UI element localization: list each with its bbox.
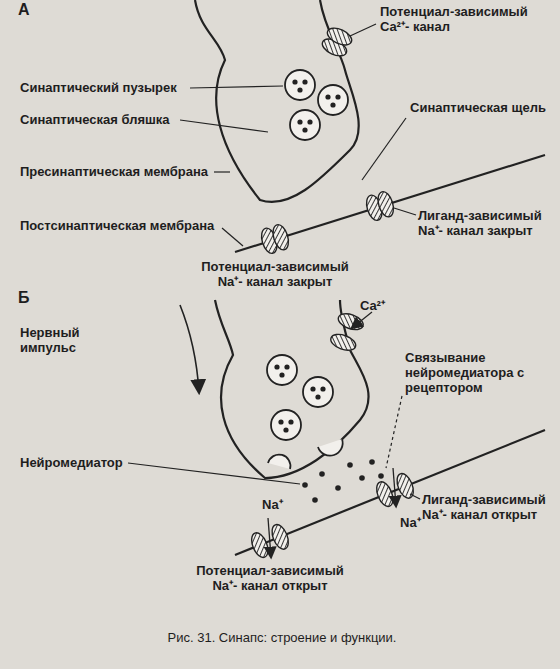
part-label: Синаптическая щель: [410, 100, 546, 115]
part-label: Потенциал-зависимый Ca²⁺- канал: [380, 4, 545, 34]
part-label: Na⁺: [400, 515, 421, 530]
figure-caption: Рис. 31. Синапс: строение и функции.: [2, 630, 560, 645]
part-label: Нервный импульс: [20, 325, 130, 355]
part-label: Потенциал-зависимый Na⁺- канал закрыт: [190, 259, 360, 289]
part-label: Лиганд-зависимый Na⁺- канал открыт: [422, 492, 555, 522]
part-label: Лиганд-зависимый Na⁺- канал закрыт: [418, 208, 553, 238]
part-label: Связывание нейромедиатора с рецептором: [405, 350, 550, 395]
part-label: Синаптическая бляшка: [20, 112, 170, 127]
part-label: Потенциал-зависимый Na⁺- канал открыт: [185, 563, 355, 593]
part-label: Na⁺: [262, 497, 283, 512]
part-label: Ca²⁺: [360, 298, 385, 313]
panel-letter: Б: [18, 290, 30, 305]
part-label: Нейромедиатор: [20, 455, 123, 470]
part-label: Постсинаптическая мембрана: [20, 218, 214, 233]
part-label: Синаптический пузырек: [20, 80, 177, 95]
panel-letter: А: [18, 2, 30, 17]
part-label: Пресинаптическая мембрана: [20, 164, 208, 179]
